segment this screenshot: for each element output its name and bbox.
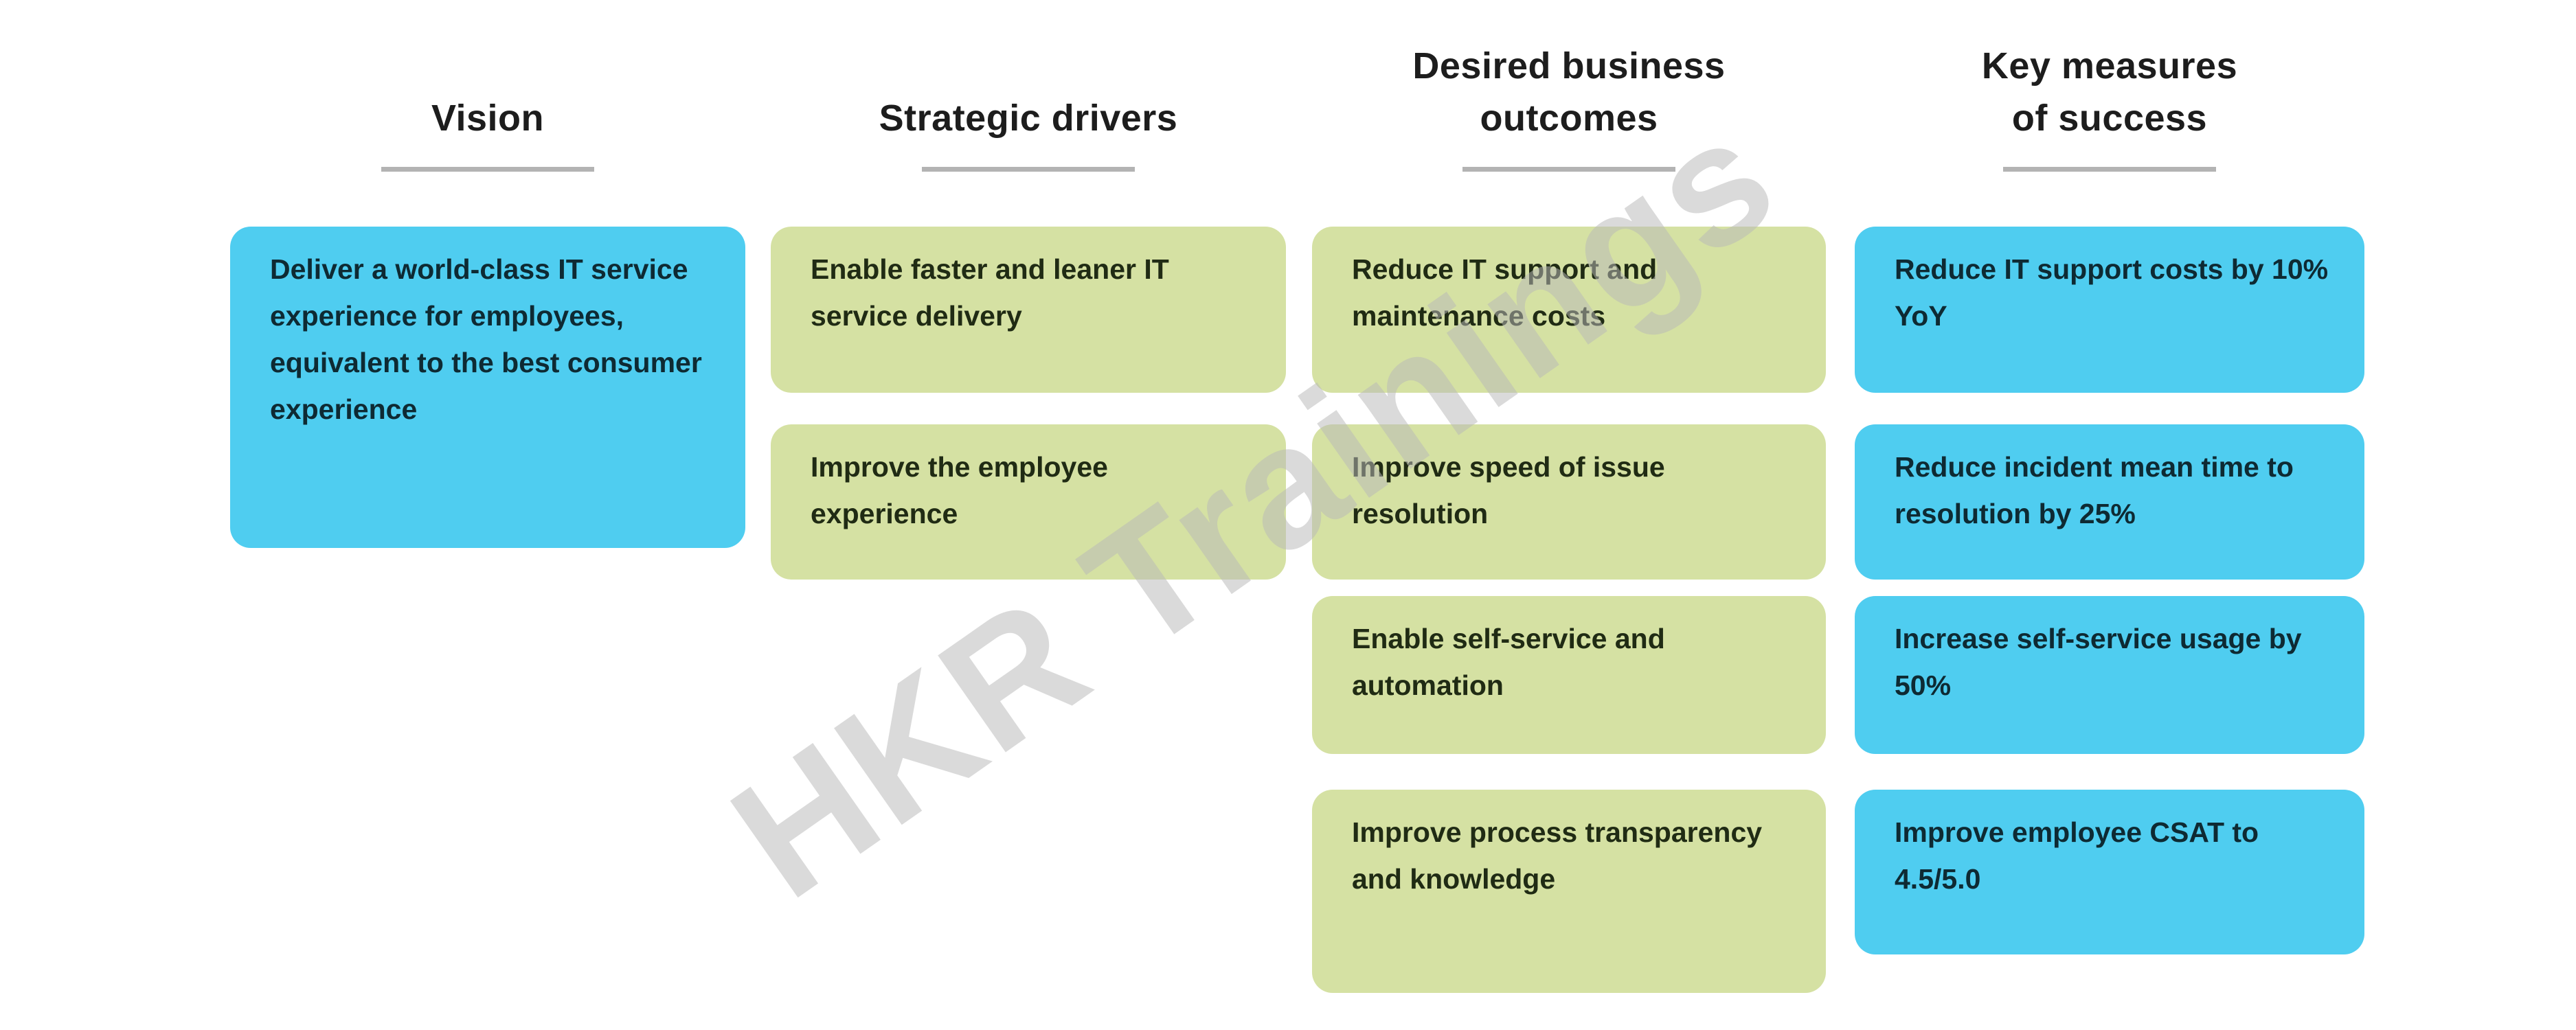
success-measure-box: Improve employee CSAT to 4.5/5.0	[1855, 790, 2364, 954]
header-text-line: Desired business	[1412, 45, 1726, 87]
business-outcome-box: Improve speed of issue resolution	[1312, 424, 1826, 580]
success-measure-box: Increase self-service usage by 50%	[1855, 596, 2364, 754]
column-desired-business-outcomes-header: Desired business outcomes	[1312, 23, 1826, 144]
column-desired-business-outcomes: Desired business outcomes Reduce IT supp…	[1312, 0, 1826, 1030]
header-underline	[381, 167, 594, 172]
box-text: Improve process transparency and knowled…	[1352, 816, 1763, 895]
column-vision-header: Vision	[230, 23, 745, 144]
strategic-driver-box: Improve the employee experience	[771, 424, 1286, 580]
box-text: Enable faster and leaner IT service deli…	[811, 253, 1169, 332]
strategic-driver-box: Enable faster and leaner IT service deli…	[771, 227, 1286, 393]
box-text: Improve speed of issue resolution	[1352, 451, 1665, 529]
header-text-line: Vision	[431, 98, 545, 139]
success-measure-box: Reduce IT support costs by 10% YoY	[1855, 227, 2364, 393]
business-outcome-box: Improve process transparency and knowled…	[1312, 790, 1826, 993]
box-text: Reduce incident mean time to resolution …	[1895, 451, 2294, 529]
column-vision: Vision Deliver a world-class IT service …	[230, 0, 745, 1030]
business-outcome-box: Enable self-service and automation	[1312, 596, 1826, 754]
header-text-line: outcomes	[1480, 98, 1658, 139]
box-text: Deliver a world-class IT service experie…	[270, 253, 702, 425]
box-text: Improve employee CSAT to 4.5/5.0	[1895, 816, 2259, 895]
vision-statement-box: Deliver a world-class IT service experie…	[230, 227, 745, 548]
header-underline	[922, 167, 1135, 172]
box-text: Increase self-service usage by 50%	[1895, 623, 2302, 701]
box-text: Reduce IT support and maintenance costs	[1352, 253, 1658, 332]
column-strategic-drivers: Strategic drivers Enable faster and lean…	[771, 0, 1286, 1030]
column-key-measures-of-success-header: Key measures of success	[1855, 23, 2364, 144]
box-text: Improve the employee experience	[811, 451, 1108, 529]
box-text: Enable self-service and automation	[1352, 623, 1665, 701]
header-text-line: Key measures	[1981, 45, 2238, 87]
business-outcome-box: Reduce IT support and maintenance costs	[1312, 227, 1826, 393]
column-key-measures-of-success: Key measures of success Reduce IT suppor…	[1855, 0, 2364, 1030]
success-measure-box: Reduce incident mean time to resolution …	[1855, 424, 2364, 580]
column-strategic-drivers-header: Strategic drivers	[771, 23, 1286, 144]
header-underline	[2003, 167, 2216, 172]
header-text-line: Strategic drivers	[879, 98, 1178, 139]
box-text: Reduce IT support costs by 10% YoY	[1895, 253, 2329, 332]
header-text-line: of success	[2011, 98, 2208, 139]
header-underline	[1462, 167, 1675, 172]
